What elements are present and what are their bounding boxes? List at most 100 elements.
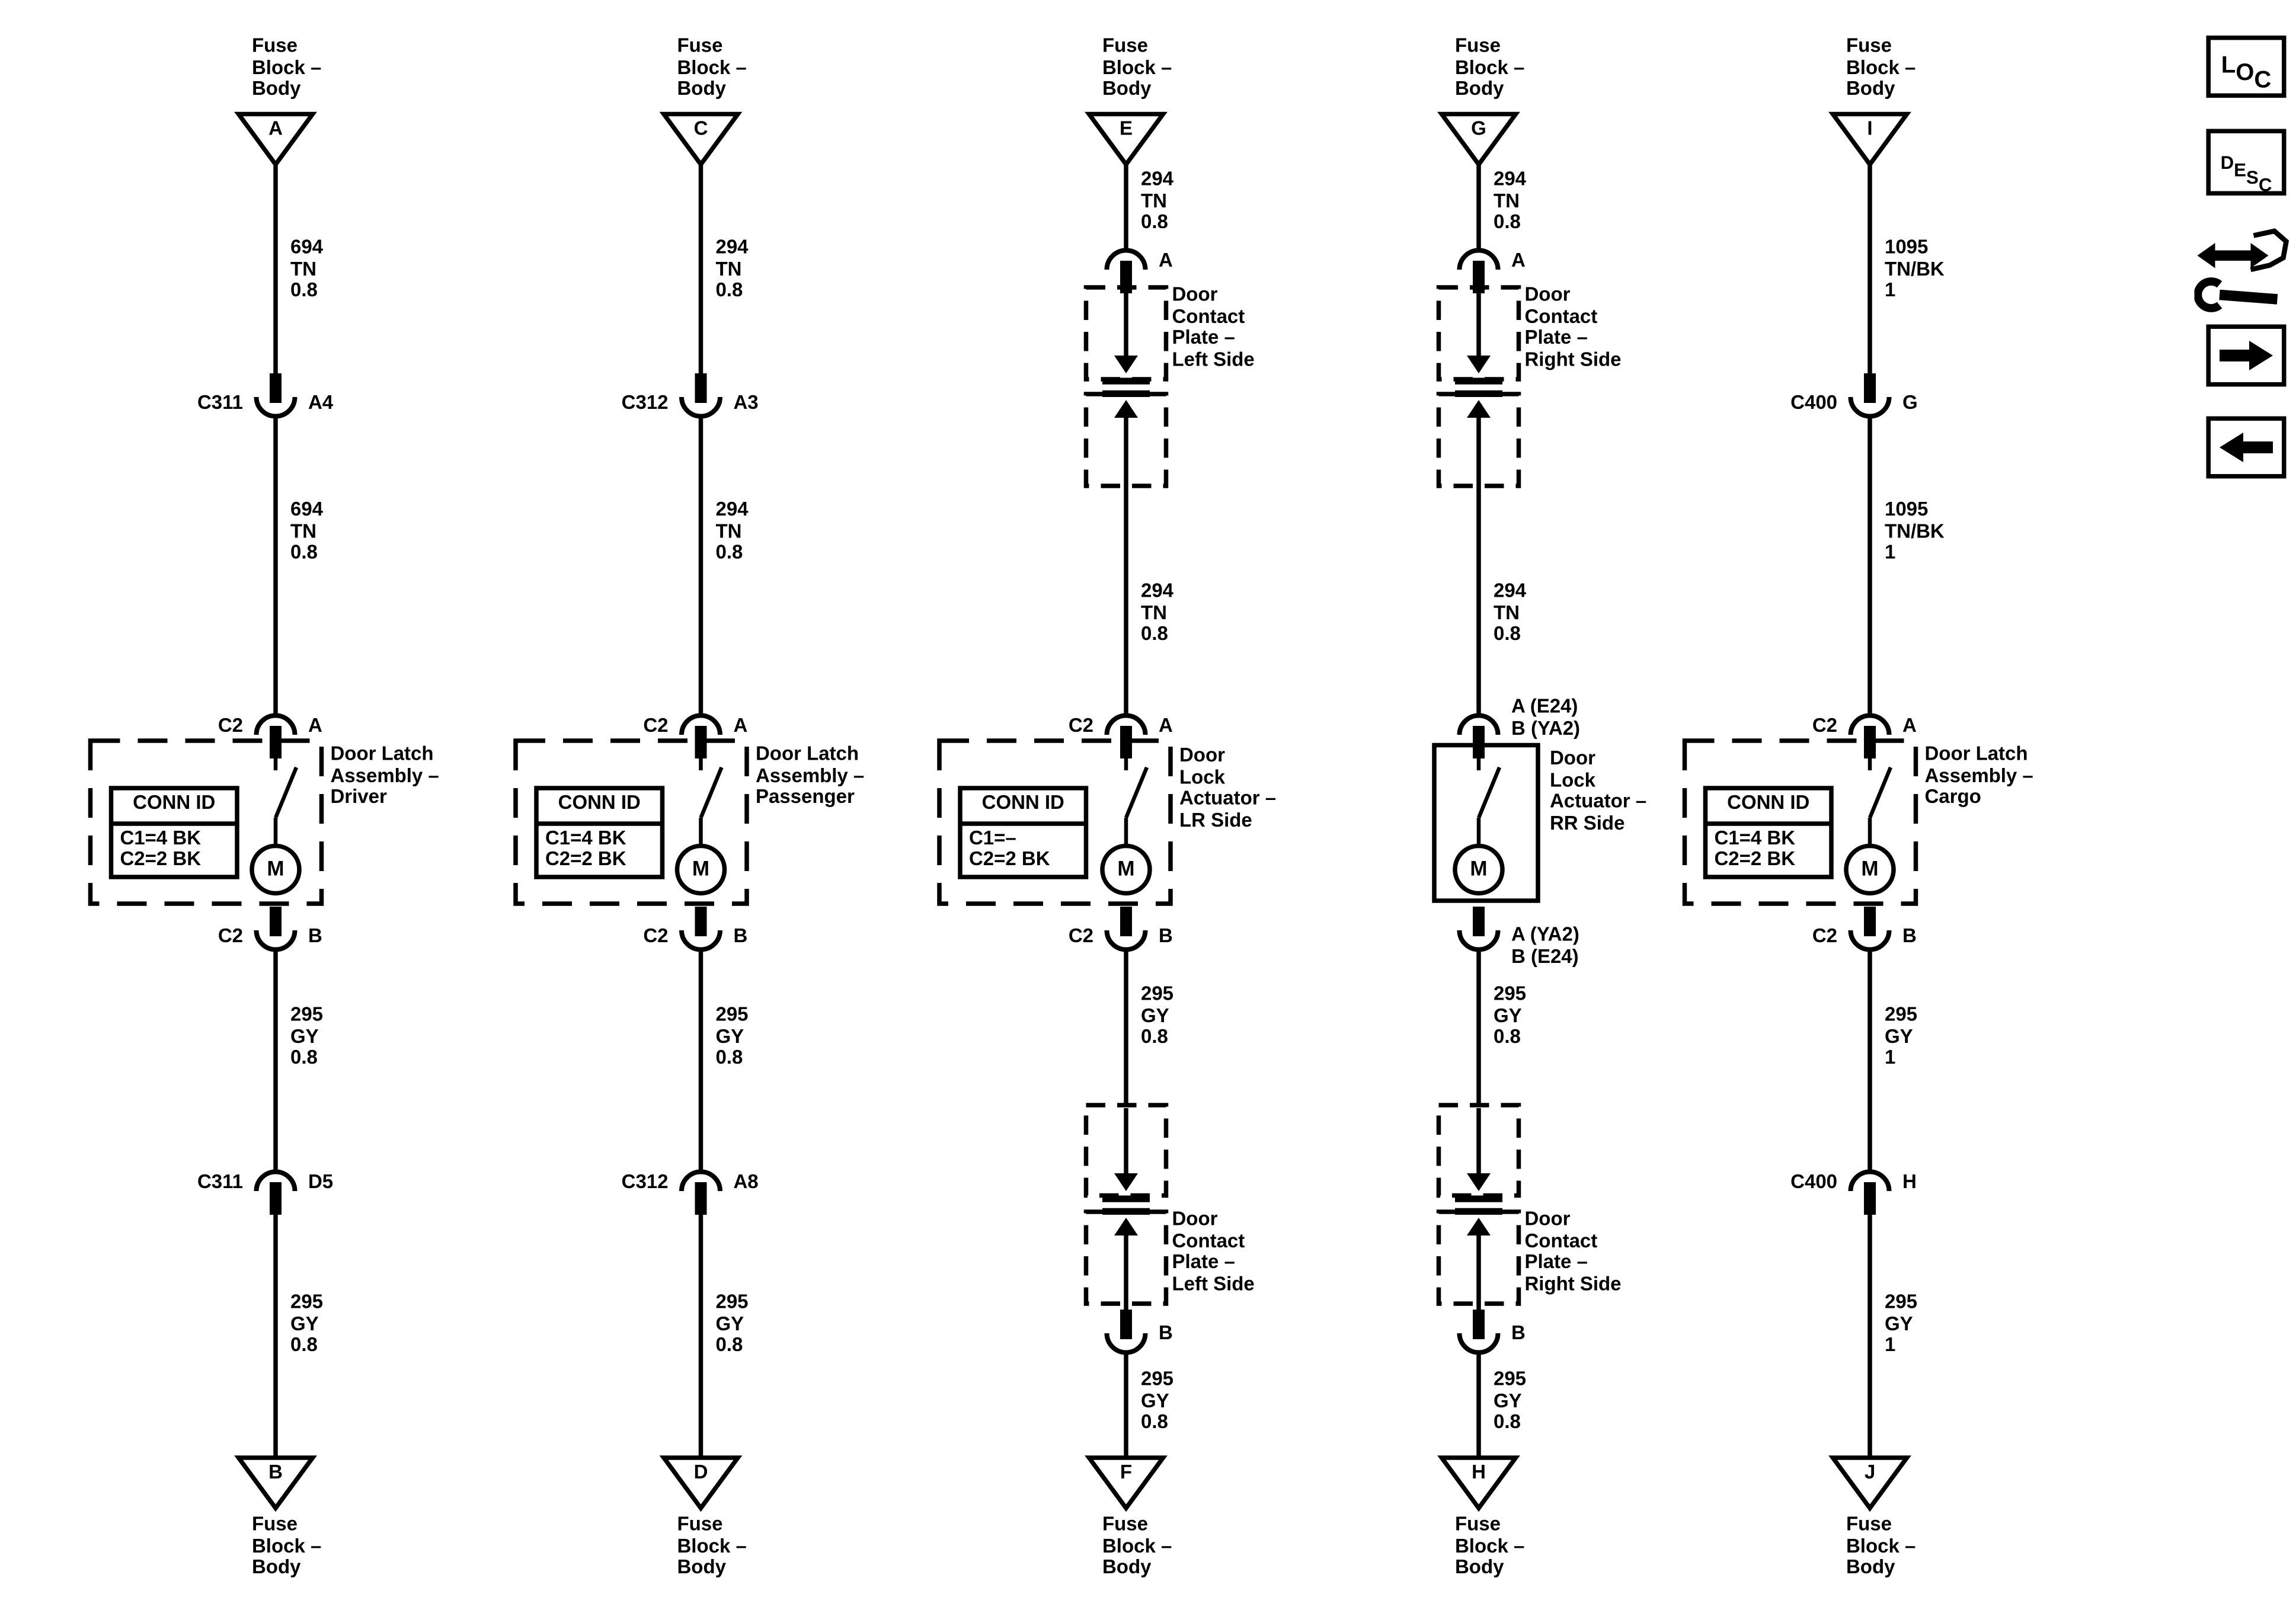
component-label: Door Lock Actuator – RR Side (1550, 747, 1647, 834)
inline-connector-pin (1863, 1182, 1876, 1215)
circuit-passenger-graphics (513, 111, 749, 1512)
loc-button[interactable]: LOC (2206, 36, 2287, 98)
wire-label: 694 TN 0.8 (290, 498, 324, 563)
connector-name: C2 (1068, 924, 1093, 947)
inline-connector-pin (269, 373, 282, 403)
component-connector-pin (269, 906, 282, 936)
inline-connector-arc (679, 1169, 722, 1192)
conn-id-box (108, 786, 239, 879)
conn-id-title: CONN ID (981, 791, 1064, 814)
connector-pin-label: A4 (308, 391, 334, 414)
connector-pin-label: G (1902, 391, 1918, 414)
connector-name: C2 (643, 714, 669, 737)
door-contact-plate-box (1436, 1103, 1521, 1198)
door-latch-assembly-box (88, 738, 324, 906)
door-contact-plate-box (1436, 392, 1521, 488)
contact-plate-label: Door Contact Plate – Right Side (1524, 283, 1622, 370)
contact-plate-label: Door Contact Plate – Left Side (1172, 1207, 1255, 1294)
next-page-button[interactable] (2206, 324, 2287, 387)
conn-id-title: CONN ID (558, 791, 641, 814)
motor-symbol (1453, 843, 1505, 896)
previous-page-button[interactable] (2206, 416, 2287, 479)
door-contact-plate-box (1436, 1209, 1521, 1306)
connector-pin-label: A (1159, 714, 1173, 737)
switch-symbol (1868, 758, 1892, 846)
source-triangle (234, 111, 317, 168)
motor-symbol (1100, 843, 1152, 896)
wire-label: 294 TN 0.8 (715, 498, 749, 563)
wire-label: 1095 TN/BK 1 (1885, 498, 1945, 563)
motor-symbol (674, 843, 727, 896)
left-arrow-icon (2220, 433, 2273, 462)
component-connector-arc (1104, 930, 1148, 952)
contact-plate-bar (1102, 377, 1150, 385)
return-label: Fuse Block – Body (677, 1512, 747, 1578)
door-latch-assembly-box (513, 738, 749, 906)
connector-name: C400 (1790, 391, 1837, 414)
connector-name: C312 (621, 1170, 669, 1193)
component-label: Door Lock Actuator – LR Side (1179, 744, 1277, 831)
wire-label: 295 GY 1 (1885, 1003, 1918, 1068)
component-connector-arc (1848, 713, 1892, 735)
connector-pin-label: B (308, 924, 322, 947)
return-triangle (1437, 1455, 1520, 1512)
motor-symbol (1844, 843, 1896, 896)
wire-label: 294 TN 0.8 (1141, 167, 1174, 233)
contact-plate-bar (1102, 1195, 1150, 1202)
connector-pin-label: B (733, 924, 748, 947)
return-triangle-letter: B (268, 1461, 283, 1483)
contact-arrow-head (1114, 399, 1138, 418)
connector-pin-label: A (1902, 714, 1917, 737)
wire-label: 295 GY 0.8 (715, 1003, 749, 1068)
door-contact-plate-box (1436, 285, 1521, 382)
component-connector-pin (1863, 906, 1876, 936)
source-triangle (1437, 111, 1520, 168)
connector-pin-label: A (733, 714, 748, 737)
door-lock-actuator-box (1432, 742, 1540, 903)
return-label: Fuse Block – Body (252, 1512, 322, 1578)
component-connector-arc (1457, 930, 1501, 952)
connector-pin-label: A3 (733, 391, 759, 414)
component-connector-pin (1472, 725, 1485, 758)
conn-id-row: C2=2 BK (969, 847, 1050, 870)
connector-arc (1457, 248, 1501, 270)
connector-name: C2 (643, 924, 669, 947)
source-label: Fuse Block – Body (1455, 34, 1525, 100)
harness-routing-wrench-icon[interactable] (2194, 227, 2292, 319)
door-lock-actuator-box (937, 738, 1173, 906)
source-triangle-letter: G (1471, 117, 1486, 139)
conn-id-row: C2=2 BK (545, 847, 626, 870)
source-triangle (1085, 111, 1168, 168)
connector-pin-label: A (1511, 249, 1526, 271)
connector-name: C312 (621, 391, 669, 414)
wire-label: 295 GY 1 (1885, 1290, 1918, 1356)
wire-label: 295 GY 0.8 (1141, 1367, 1174, 1433)
source-label: Fuse Block – Body (1846, 34, 1916, 100)
source-triangle-letter: E (1119, 117, 1133, 139)
conn-id-row: C2=2 BK (120, 847, 202, 870)
contact-plate-bar (1454, 377, 1502, 385)
contact-arrow-head (1466, 1173, 1491, 1191)
return-triangle (659, 1455, 743, 1512)
contact-arrow-head (1466, 355, 1491, 373)
component-connector-pin (695, 725, 707, 758)
inline-connector-pin (695, 1182, 707, 1215)
component-connector-arc (679, 930, 722, 952)
connector-pin-label: A (YA2) B (E24) (1511, 923, 1579, 967)
connector-name: C2 (218, 714, 243, 737)
circuit-rr-graphics (1432, 111, 1540, 1512)
door-contact-plate-box (1083, 1103, 1169, 1198)
connector-arc (1104, 248, 1148, 270)
connector-name: C400 (1790, 1170, 1837, 1193)
component-connector-arc (254, 930, 298, 952)
wire-label: 295 GY 0.8 (1494, 982, 1527, 1048)
desc-button[interactable]: DESC (2206, 129, 2287, 196)
wire-label: 295 GY 0.8 (715, 1290, 749, 1356)
conn-id-row: C1=4 BK (1714, 827, 1796, 849)
conn-id-box (1703, 786, 1834, 879)
component-label: Door Latch Assembly – Passenger (756, 742, 865, 808)
return-triangle (1828, 1455, 1911, 1512)
connector-pin-label: A (E24) B (YA2) (1511, 694, 1581, 739)
connector-name: C2 (1068, 714, 1093, 737)
